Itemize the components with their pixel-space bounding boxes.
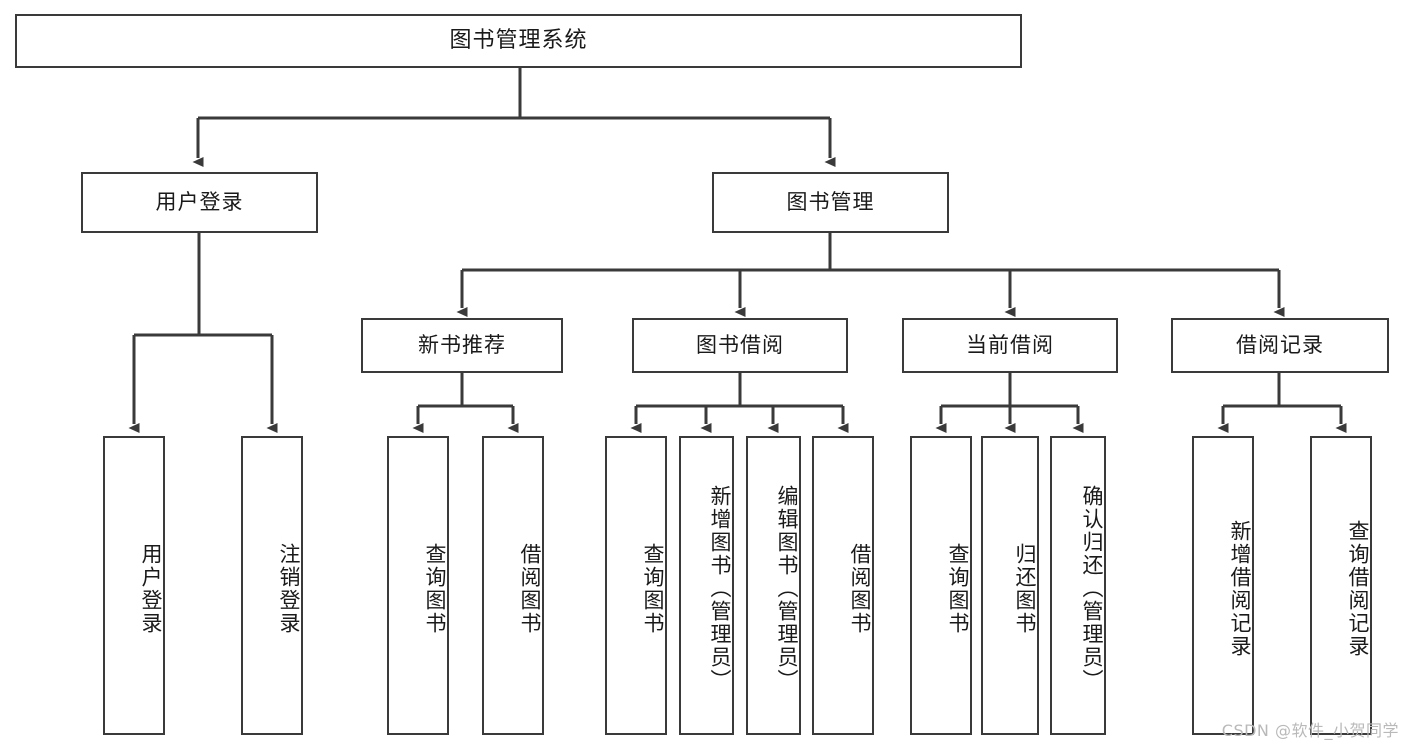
node-current-borrow[interactable]: 当前借阅 <box>902 318 1118 373</box>
node-book-borrow-label: 图书借阅 <box>696 333 784 358</box>
node-root[interactable]: 图书管理系统 <box>15 14 1022 68</box>
leaf-current-borrow-return[interactable]: 归还图书 <box>981 436 1039 735</box>
node-book-management-label: 图书管理 <box>786 190 875 215</box>
node-user-login-label: 用户登录 <box>155 190 244 215</box>
leaf-current-borrow-query-label: 查询图书 <box>946 542 970 635</box>
leaf-user-login-logout[interactable]: 注销登录 <box>241 436 303 735</box>
leaf-book-borrow-query[interactable]: 查询图书 <box>605 436 667 735</box>
leaf-borrow-records-query-label: 查询借阅记录 <box>1346 519 1370 658</box>
leaf-book-borrow-query-label: 查询图书 <box>641 542 665 635</box>
leaf-borrow-records-query[interactable]: 查询借阅记录 <box>1310 436 1372 735</box>
node-book-management[interactable]: 图书管理 <box>712 172 949 233</box>
node-borrow-records-label: 借阅记录 <box>1236 333 1324 358</box>
leaf-new-book-borrow-label: 借阅图书 <box>518 542 542 635</box>
leaf-current-borrow-confirm[interactable]: 确认归还（管理员） <box>1050 436 1106 735</box>
node-book-borrow[interactable]: 图书借阅 <box>632 318 848 373</box>
node-root-label: 图书管理系统 <box>449 28 588 54</box>
node-user-login[interactable]: 用户登录 <box>81 172 318 233</box>
node-current-borrow-label: 当前借阅 <box>966 333 1054 358</box>
leaf-book-borrow-borrow[interactable]: 借阅图书 <box>812 436 874 735</box>
leaf-book-borrow-edit-label: 编辑图书（管理员） <box>775 485 799 692</box>
leaf-new-book-query-label: 查询图书 <box>423 542 447 635</box>
leaf-new-book-query[interactable]: 查询图书 <box>387 436 449 735</box>
leaf-user-login-login-label: 用户登录 <box>139 542 163 635</box>
leaf-user-login-login[interactable]: 用户登录 <box>103 436 165 735</box>
leaf-new-book-borrow[interactable]: 借阅图书 <box>482 436 544 735</box>
leaf-current-borrow-return-label: 归还图书 <box>1013 542 1037 635</box>
leaf-book-borrow-add[interactable]: 新增图书（管理员） <box>679 436 734 735</box>
leaf-current-borrow-confirm-label: 确认归还（管理员） <box>1080 485 1104 692</box>
leaf-current-borrow-query[interactable]: 查询图书 <box>910 436 972 735</box>
leaf-borrow-records-add-label: 新增借阅记录 <box>1228 519 1252 658</box>
leaf-user-login-logout-label: 注销登录 <box>277 542 301 635</box>
leaf-book-borrow-borrow-label: 借阅图书 <box>848 542 872 635</box>
leaf-borrow-records-add[interactable]: 新增借阅记录 <box>1192 436 1254 735</box>
node-new-book-recommend[interactable]: 新书推荐 <box>361 318 563 373</box>
leaf-book-borrow-edit[interactable]: 编辑图书（管理员） <box>746 436 801 735</box>
node-new-book-recommend-label: 新书推荐 <box>418 333 506 358</box>
node-borrow-records[interactable]: 借阅记录 <box>1171 318 1389 373</box>
leaf-book-borrow-add-label: 新增图书（管理员） <box>708 485 732 692</box>
